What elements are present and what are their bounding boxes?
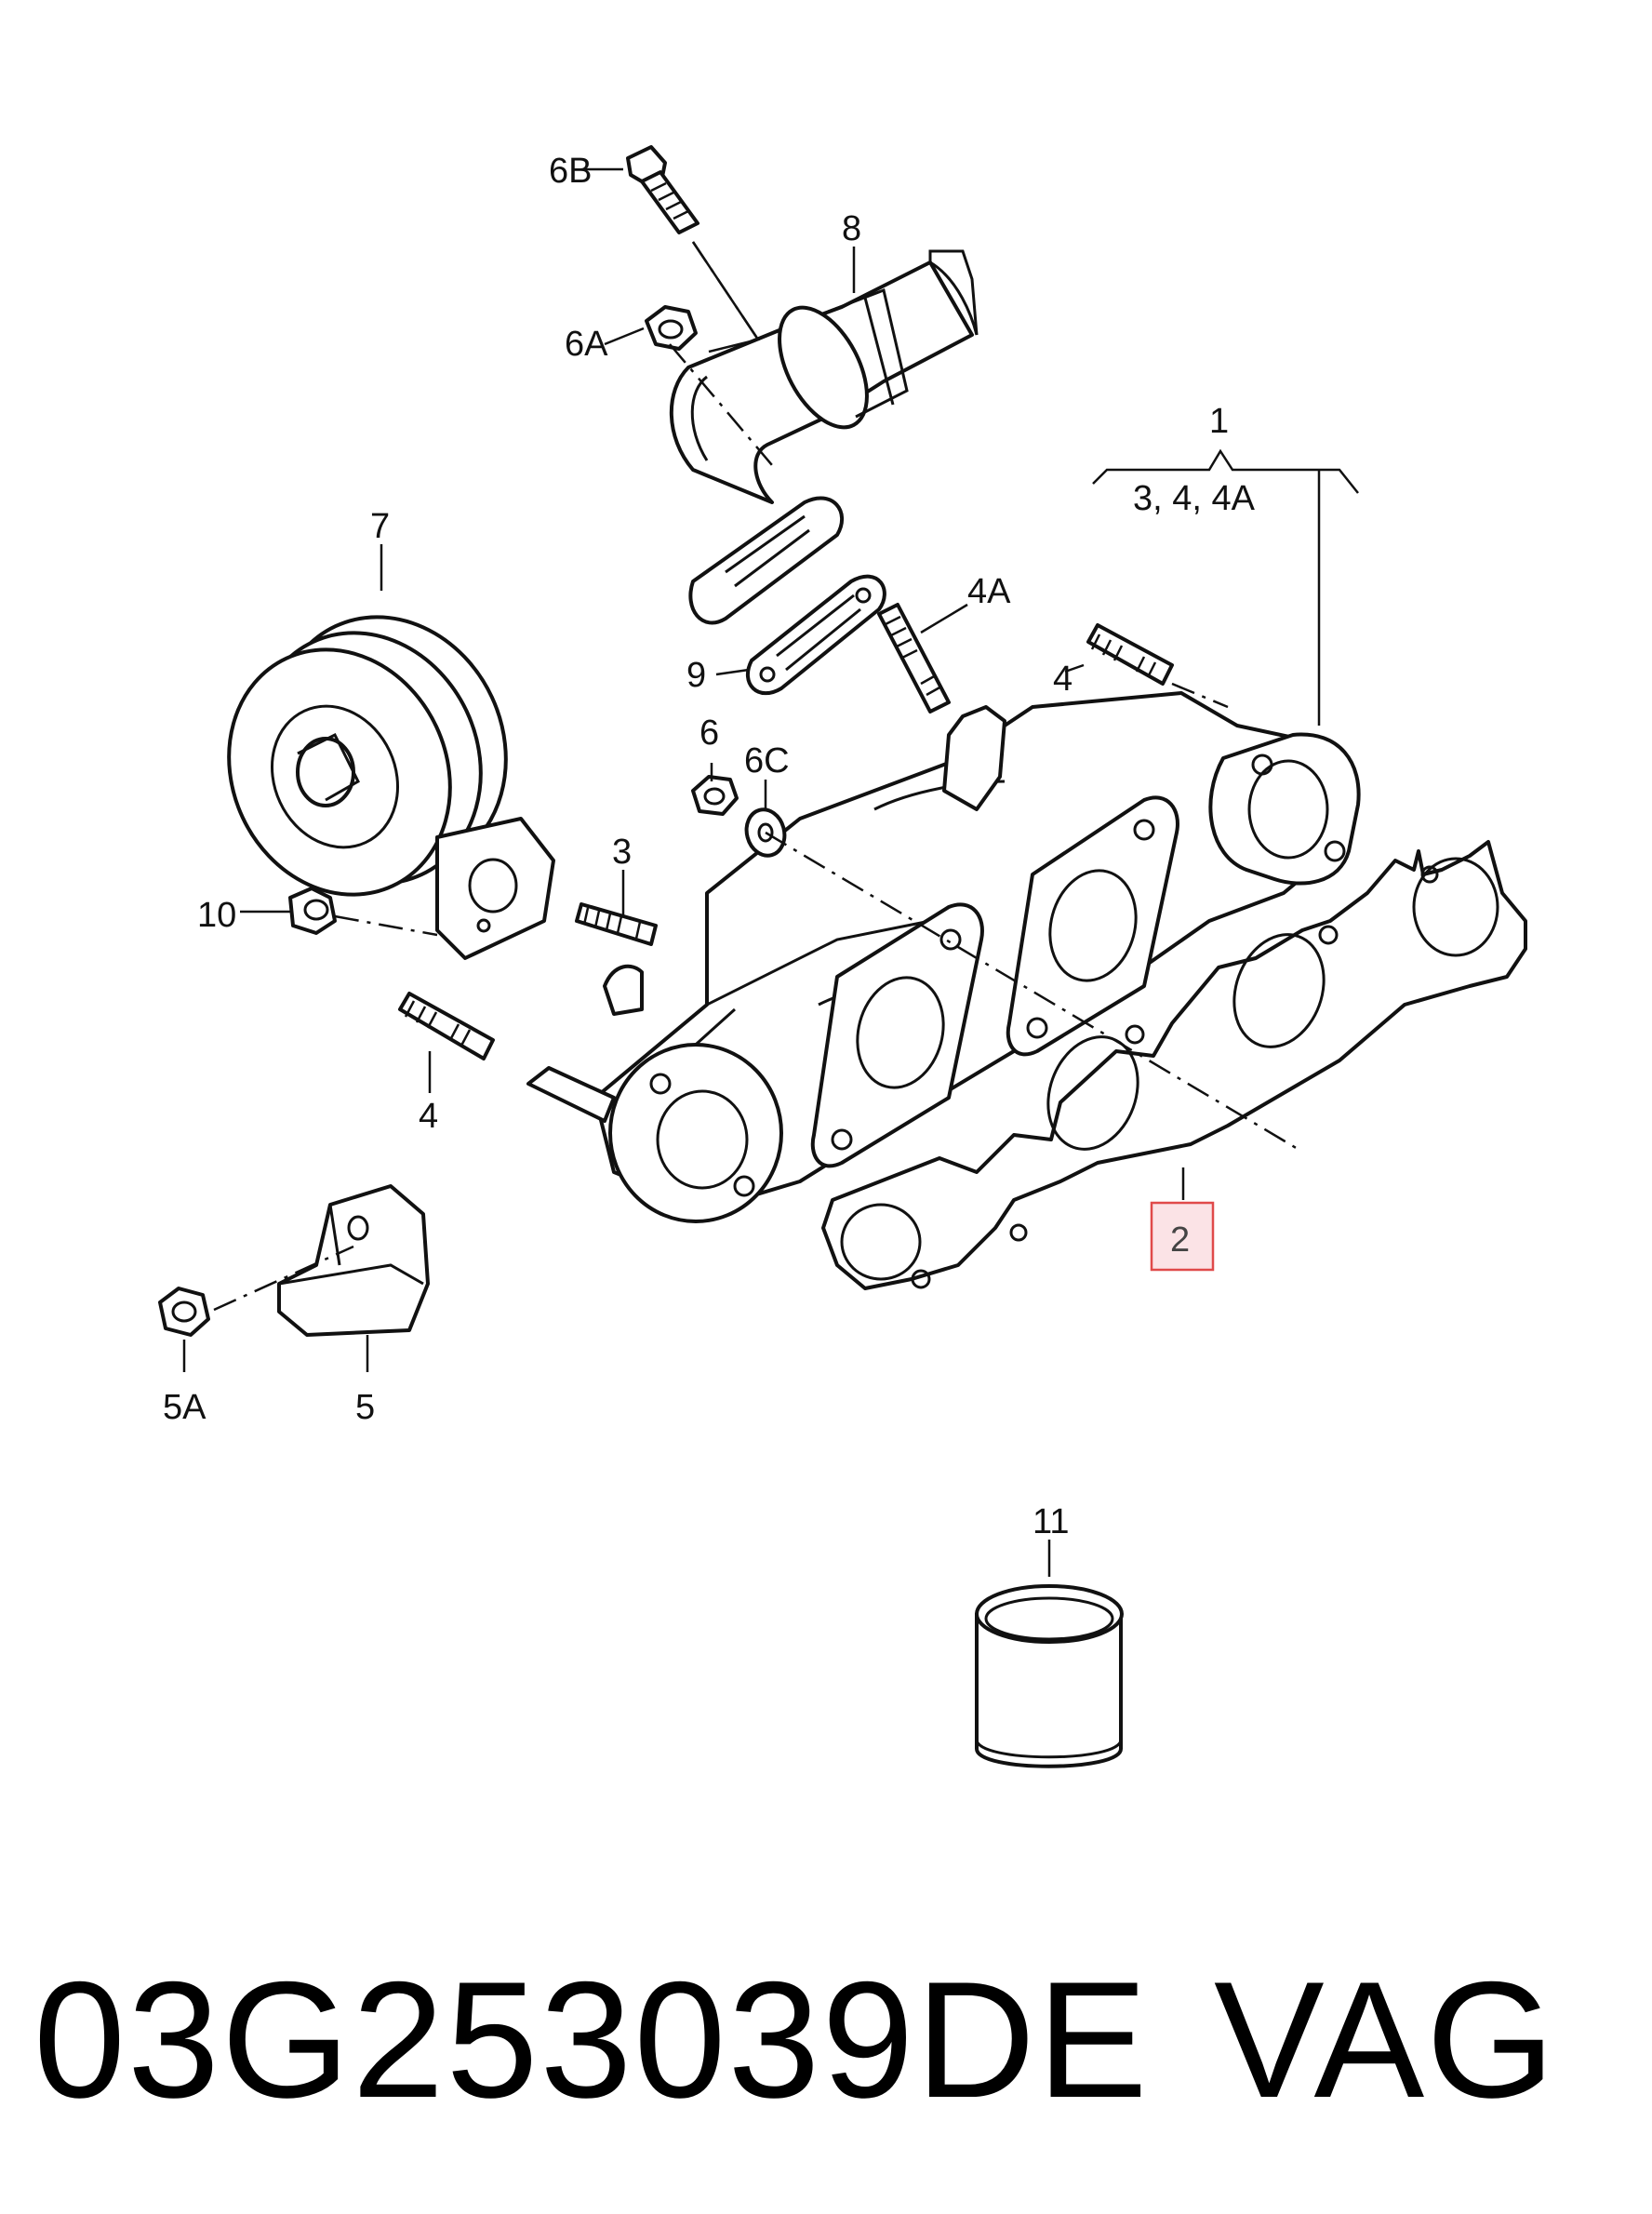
bolt-part-6b	[626, 145, 699, 234]
flange-part	[688, 496, 844, 625]
leader-6b-to-6a	[691, 241, 761, 353]
callout-8: 8	[842, 209, 861, 248]
callout-6: 6	[699, 714, 719, 753]
part-number: 03G253039DE	[33, 1947, 1150, 2132]
bracket-part-5	[277, 1184, 430, 1337]
callout-11: 11	[1032, 1502, 1069, 1541]
callout-6a: 6A	[565, 325, 608, 364]
callout-1-group: 3, 4, 4A	[1133, 479, 1256, 518]
assembly-line-6a	[669, 343, 773, 466]
stud-part-4a	[877, 603, 951, 714]
callout-4a: 4A	[967, 572, 1011, 611]
pin-part-4	[526, 1066, 616, 1123]
nut-part-6	[691, 775, 739, 816]
callout-4-lower: 4	[419, 1097, 438, 1136]
callout-2: 2	[1170, 1220, 1190, 1260]
highlight-box-2	[1150, 1201, 1215, 1272]
leader-4-upper	[1064, 663, 1085, 674]
callout-3: 3	[612, 833, 632, 872]
callout-5: 5	[355, 1388, 375, 1427]
exhaust-manifold-body	[593, 691, 1361, 1223]
bracket-plate	[435, 817, 555, 960]
stud-part-3	[575, 902, 658, 946]
gasket-part-9	[745, 574, 886, 696]
callout-5a: 5A	[163, 1388, 206, 1427]
stud-part-4-upper	[1086, 623, 1174, 686]
nut-part-10	[288, 887, 337, 935]
callout-7: 7	[370, 507, 390, 546]
leader-4a	[920, 603, 968, 634]
group-bracket-1	[1092, 448, 1359, 494]
callout-6b: 6B	[549, 152, 592, 191]
leader-6a	[604, 327, 645, 346]
pulley-part-7	[227, 615, 508, 897]
sleeve-part-11	[975, 1584, 1124, 1768]
leader-9	[715, 668, 750, 676]
exhaust-pipe-part-8	[669, 249, 979, 504]
callout-10: 10	[197, 896, 236, 935]
assembly-line-6c	[765, 831, 1299, 1151]
stud-part-4-lower	[398, 992, 495, 1060]
callout-9: 9	[686, 656, 706, 695]
assembly-line-10	[334, 914, 438, 937]
callout-1: 1	[1209, 402, 1229, 441]
assembly-line-4	[1171, 682, 1229, 709]
callout-4-upper: 4	[1053, 660, 1072, 699]
exhaust-manifold-gasket-part-2	[821, 840, 1527, 1290]
nut-part-5a	[158, 1287, 210, 1337]
brand-name: VAG	[1214, 1947, 1557, 2132]
nut-part-6a	[645, 305, 698, 351]
callout-6c: 6C	[744, 741, 790, 780]
